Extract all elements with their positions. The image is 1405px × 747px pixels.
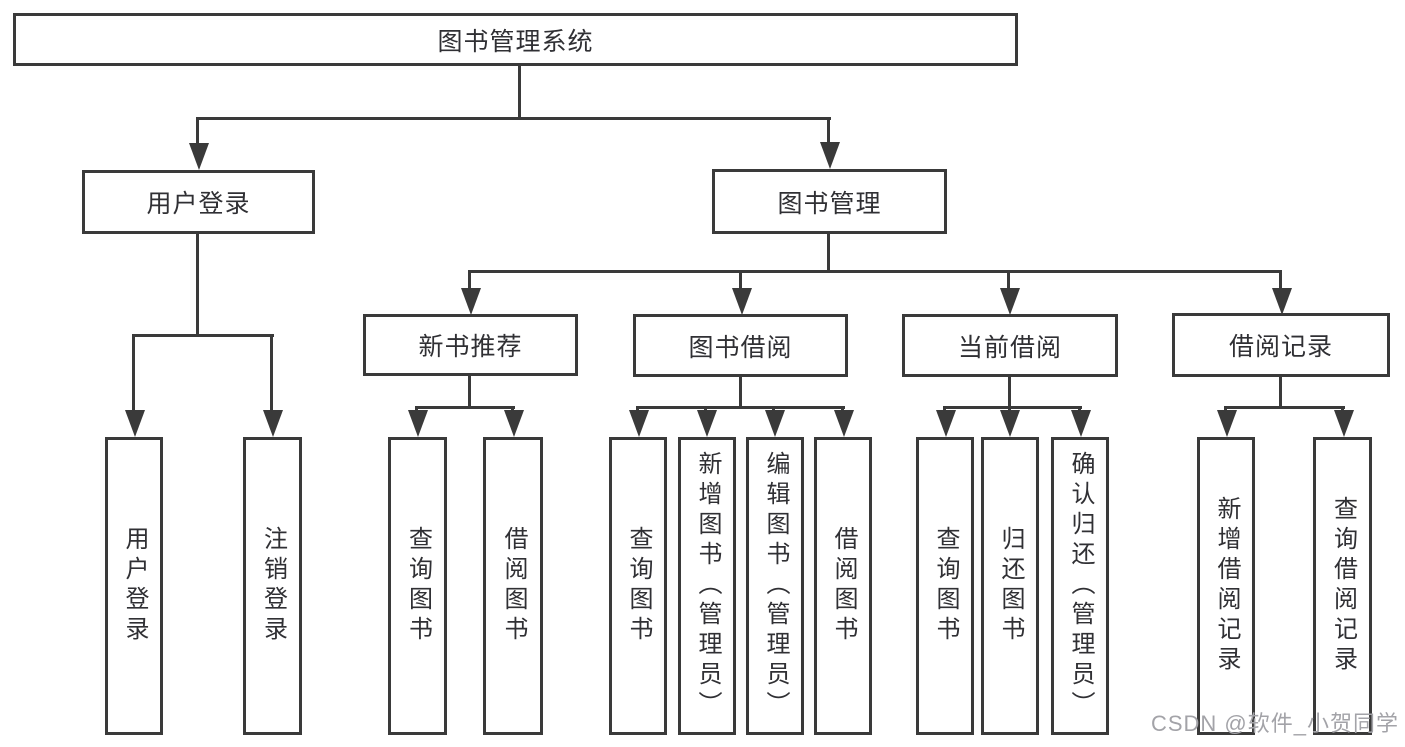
connector-newbook-rail bbox=[415, 406, 515, 409]
connector-bookmgmt-rail bbox=[468, 270, 1282, 273]
leaf-query-borrow-record: 查询借阅记录 bbox=[1313, 437, 1372, 735]
connector-bookmgmt-drop-3 bbox=[1007, 270, 1010, 292]
connector-userlogin-rail bbox=[132, 334, 274, 337]
leaf-return-book: 归还图书 bbox=[981, 437, 1039, 735]
arrow-down-icon bbox=[629, 410, 649, 437]
arrow-down-icon bbox=[1000, 288, 1020, 315]
node-borrow-record: 借阅记录 bbox=[1172, 313, 1390, 377]
arrow-down-icon bbox=[125, 410, 145, 437]
leaf-add-borrow-record: 新增借阅记录 bbox=[1197, 437, 1255, 735]
leaf-query-books-borrow: 查询图书 bbox=[609, 437, 667, 735]
leaf-borrow-books: 借阅图书 bbox=[814, 437, 872, 735]
node-book-borrow: 图书借阅 bbox=[633, 314, 848, 377]
leaf-edit-book-admin: 编辑图书（管理员） bbox=[746, 437, 804, 735]
leaf-user-login: 用户登录 bbox=[105, 437, 163, 735]
leaf-logout: 注销登录 bbox=[243, 437, 302, 735]
arrow-down-icon bbox=[820, 142, 840, 169]
arrow-down-icon bbox=[1000, 410, 1020, 437]
arrow-down-icon bbox=[1272, 288, 1292, 315]
connector-currentborrow-rail bbox=[943, 406, 1082, 409]
connector-userlogin-stem bbox=[196, 234, 199, 337]
arrow-down-icon bbox=[697, 410, 717, 437]
arrow-down-icon bbox=[263, 410, 283, 437]
arrow-down-icon bbox=[765, 410, 785, 437]
arrow-down-icon bbox=[732, 288, 752, 315]
connector-root-drop-left bbox=[196, 117, 199, 147]
connector-root-rail bbox=[196, 117, 831, 120]
connector-borrowrecord-stem bbox=[1279, 377, 1282, 408]
arrow-down-icon bbox=[461, 288, 481, 315]
csdn-watermark: CSDN @软件_小贺同学 bbox=[1150, 711, 1399, 736]
arrow-down-icon bbox=[1071, 410, 1091, 437]
arrow-down-icon bbox=[1217, 410, 1237, 437]
leaf-confirm-return-admin: 确认归还（管理员） bbox=[1051, 437, 1109, 735]
connector-borrowrecord-rail bbox=[1224, 406, 1345, 409]
arrow-down-icon bbox=[504, 410, 524, 437]
connector-userlogin-drop-left bbox=[132, 334, 135, 414]
leaf-borrow-books-recommend: 借阅图书 bbox=[483, 437, 543, 735]
arrow-down-icon bbox=[189, 143, 209, 170]
arrow-down-icon bbox=[1334, 410, 1354, 437]
connector-currentborrow-stem bbox=[1008, 377, 1011, 408]
arrow-down-icon bbox=[936, 410, 956, 437]
connector-bookborrow-rail bbox=[636, 406, 845, 409]
connector-root-drop-right bbox=[827, 117, 830, 147]
node-book-management: 图书管理 bbox=[712, 169, 947, 234]
node-new-book-recommend: 新书推荐 bbox=[363, 314, 578, 376]
leaf-query-books-current: 查询图书 bbox=[916, 437, 974, 735]
connector-bookmgmt-drop-1 bbox=[468, 270, 471, 292]
node-user-login: 用户登录 bbox=[82, 170, 315, 234]
connector-root-stem bbox=[518, 65, 521, 120]
connector-newbook-stem bbox=[468, 376, 471, 408]
connector-userlogin-drop-right bbox=[270, 334, 273, 414]
node-library-system: 图书管理系统 bbox=[13, 13, 1018, 66]
connector-bookmgmt-drop-4 bbox=[1279, 270, 1282, 292]
arrow-down-icon bbox=[408, 410, 428, 437]
connector-bookborrow-stem bbox=[739, 377, 742, 408]
node-current-borrow: 当前借阅 bbox=[902, 314, 1118, 377]
leaf-query-books-recommend: 查询图书 bbox=[388, 437, 447, 735]
connector-bookmgmt-drop-2 bbox=[739, 270, 742, 292]
connector-bookmgmt-stem bbox=[827, 234, 830, 272]
arrow-down-icon bbox=[834, 410, 854, 437]
leaf-add-book-admin: 新增图书（管理员） bbox=[678, 437, 736, 735]
